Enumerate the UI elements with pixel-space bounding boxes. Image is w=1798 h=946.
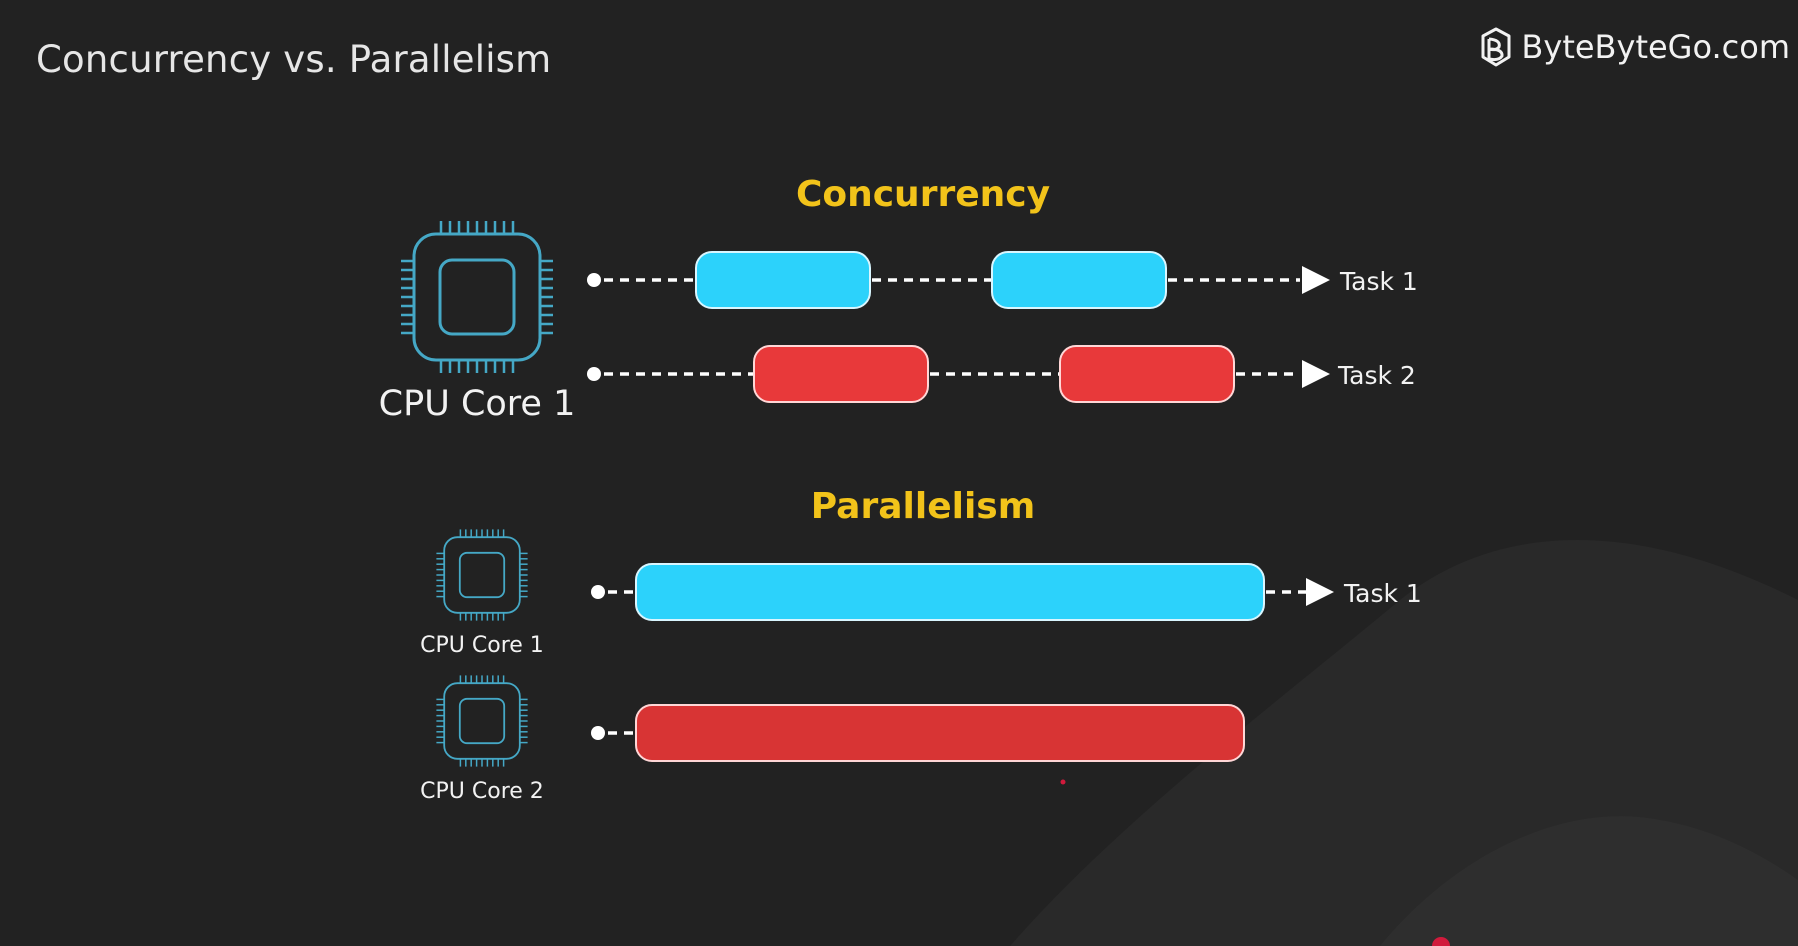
- concurrency-task-1-label: Task 1: [1339, 267, 1418, 296]
- cursor-dot: [1060, 779, 1066, 785]
- arrow-right-icon: [1302, 266, 1330, 294]
- concurrency-task-1-block: [695, 251, 871, 309]
- parallelism-task-2-block: [635, 704, 1245, 762]
- concurrency-task-2-label: Task 2: [1337, 361, 1416, 390]
- page-title: Concurrency vs. Parallelism: [36, 38, 552, 81]
- concurrency-core-label: CPU Core 1: [379, 384, 576, 424]
- concurrency-title: Concurrency: [796, 174, 1050, 215]
- parallelism-task-1-block: [635, 563, 1265, 621]
- cpu-chip-icon: [435, 674, 529, 768]
- concurrency-task-1-track: [587, 266, 1330, 294]
- parallelism-core-1-label: CPU Core 1: [420, 633, 544, 658]
- red-dot-marker: [1432, 937, 1450, 946]
- arrow-right-icon: [1306, 578, 1334, 606]
- cpu-chip-icon: [399, 219, 555, 375]
- arrow-right-icon: [1302, 360, 1330, 388]
- concurrency-task-1-block: [991, 251, 1167, 309]
- brand-logo[interactable]: ByteByteGo.com: [1479, 26, 1790, 68]
- concurrency-task-2-track: [587, 360, 1330, 388]
- cpu-chip-icon: [435, 528, 529, 622]
- bytebytego-logo-icon: [1481, 27, 1511, 67]
- parallelism-core-2-label: CPU Core 2: [420, 779, 544, 804]
- concurrency-task-2-block: [1059, 345, 1235, 403]
- concurrency-task-2-block: [753, 345, 929, 403]
- parallelism-task-1-label: Task 1: [1343, 579, 1422, 608]
- parallelism-title: Parallelism: [811, 486, 1035, 527]
- brand-name: ByteByteGo.com: [1521, 28, 1790, 66]
- parallelism-task-1-track: [591, 578, 1334, 606]
- parallelism-task-2-track: [591, 726, 634, 740]
